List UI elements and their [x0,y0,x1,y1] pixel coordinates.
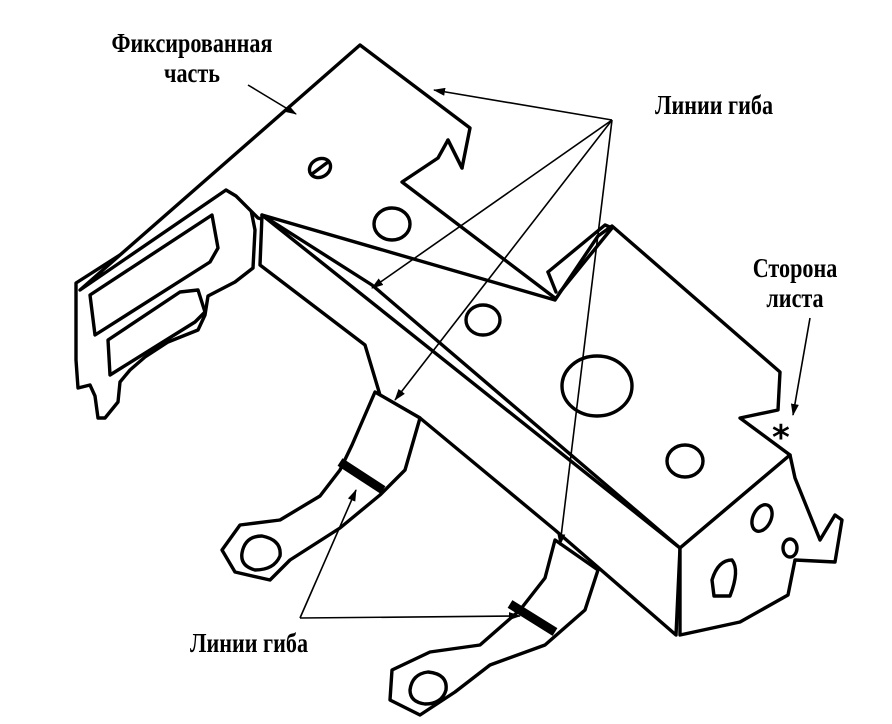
round-hole-icon [665,443,705,479]
bend-lines-label-bottom: Линии гиба [190,628,309,658]
fixed-part-label: Фиксированная часть [111,28,273,88]
large-round-hole-icon [560,354,634,418]
leader-arrows [247,84,811,621]
sheet-side-label: Сторона листа [752,253,838,313]
fixed-part-plate [78,43,557,302]
round-hole-icon [372,206,412,242]
tab-terminal-lower [388,538,600,717]
bend-lines-label-top: Линии гиба [655,90,774,120]
left-flange [74,186,257,420]
tab-terminal-upper [220,390,422,582]
sheet-side-marker: * [772,418,790,458]
round-hole-icon [464,303,502,337]
channel-body [258,213,844,637]
